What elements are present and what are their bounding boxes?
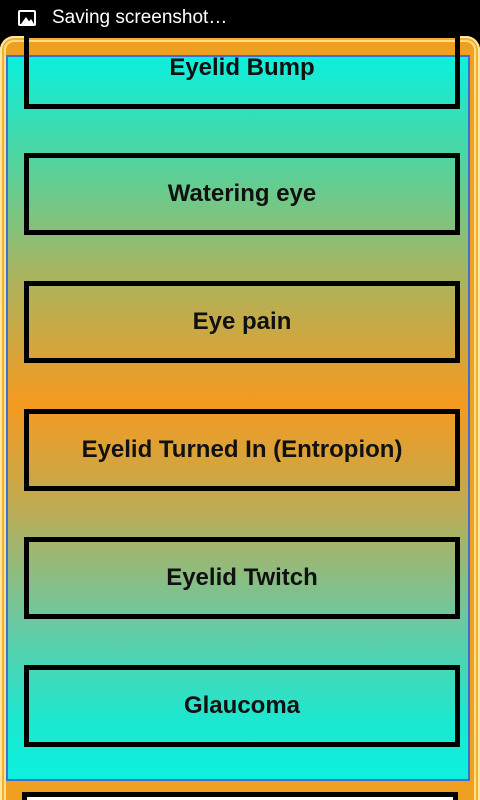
status-notification-text: Saving screenshot…	[52, 7, 228, 28]
symptom-list-panel: Eyelid Bump Watering eye Eye pain Eyelid…	[6, 33, 470, 781]
next-item-peek[interactable]	[22, 792, 458, 800]
symptom-button-watering-eye[interactable]: Watering eye	[24, 153, 460, 235]
status-bar: Saving screenshot…	[0, 0, 480, 36]
symptom-label: Eyelid Twitch	[166, 564, 318, 591]
symptom-button-eye-pain[interactable]: Eye pain	[24, 281, 460, 363]
symptom-label: Eye pain	[192, 308, 292, 335]
symptom-button-eyelid-turned-in[interactable]: Eyelid Turned In (Entropion)	[24, 409, 460, 491]
symptom-button-eyelid-bump[interactable]: Eyelid Bump	[24, 33, 460, 109]
symptom-label: Eyelid Turned In (Entropion)	[81, 436, 403, 463]
symptom-button-glaucoma[interactable]: Glaucoma	[24, 665, 460, 747]
symptom-button-eyelid-twitch[interactable]: Eyelid Twitch	[24, 537, 460, 619]
symptom-label: Glaucoma	[183, 692, 301, 719]
image-icon	[18, 10, 36, 26]
symptom-label: Eyelid Bump	[169, 54, 315, 81]
symptom-label: Watering eye	[167, 180, 317, 207]
